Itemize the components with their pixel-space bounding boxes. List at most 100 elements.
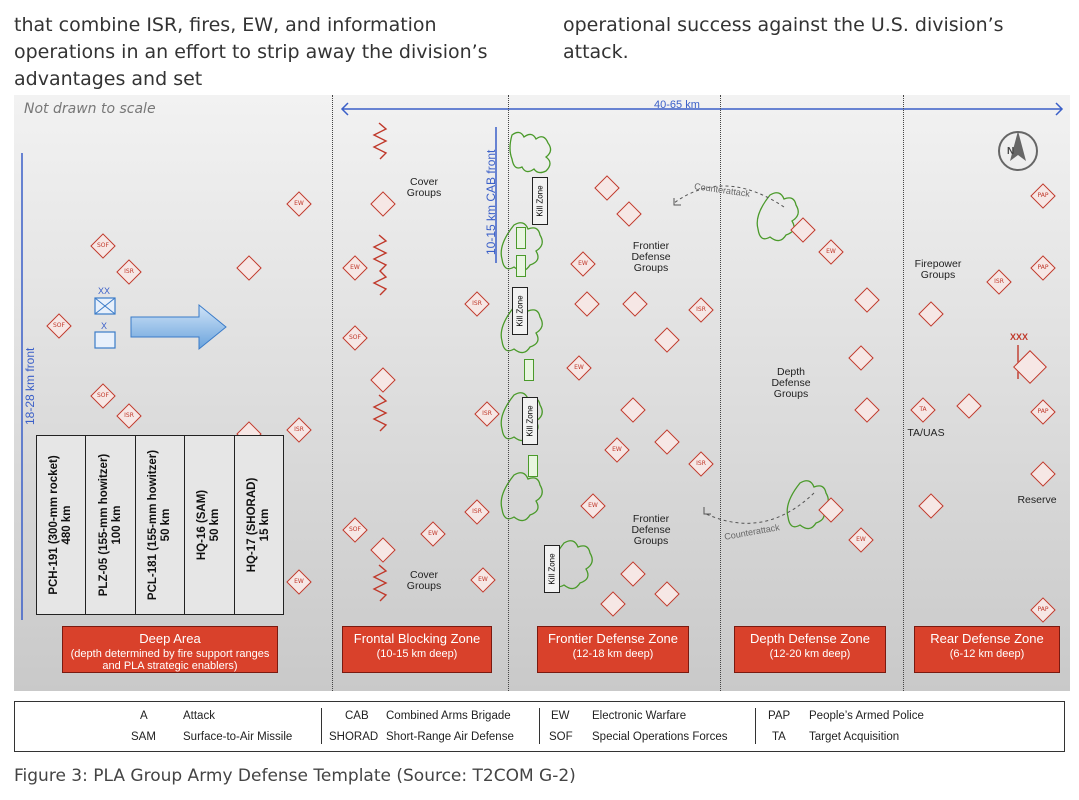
- weapon-cell-3: PCL-181 (155-mm howitzer)50 km: [147, 450, 173, 600]
- weapon-column-1: PCH-191 (300-mm rocket)480 km: [37, 436, 85, 614]
- weapon-cell-5: HQ-17 (SHORAD)15 km: [246, 478, 272, 573]
- kill-zone-outline-3: [500, 304, 543, 354]
- legend-full-shorad: Short-Range Air Defense: [386, 731, 514, 743]
- counterattack-arc-lower: [703, 492, 815, 524]
- legend-abbr-shorad: SHORAD: [329, 731, 379, 743]
- kill-zone-marker-2: [516, 255, 526, 277]
- ew-symbol-3-label: EW: [350, 264, 360, 271]
- ew-symbol-9-label: EW: [588, 502, 598, 509]
- isr-symbol-2-label: ISR: [124, 412, 134, 419]
- weapon-column-2: PLZ-05 (155-mm howitzer)100 km: [85, 436, 134, 614]
- kill-zone-marker-1: [516, 227, 526, 249]
- width-bracket-arrow-left: [340, 102, 349, 116]
- ew-symbol-1-label: EW: [294, 200, 304, 207]
- counterattack-arrow-upper: [673, 198, 681, 206]
- legend-full-sam: Surface-to-Air Missile: [183, 731, 293, 743]
- legend-abbr-sof: SOF: [549, 731, 573, 743]
- zone-divider-4: [903, 95, 904, 691]
- not-to-scale-note: Not drawn to scale: [24, 101, 156, 117]
- weapon-range-5: 15 km: [258, 508, 271, 542]
- legend-separator-1: [321, 708, 322, 744]
- zone-depth-defense-subtitle: (12-20 km deep): [769, 648, 851, 660]
- sof-symbol-2-label: SOF: [53, 322, 65, 329]
- compass-n-label: N: [1007, 146, 1015, 157]
- kill-zone-outline-1: [509, 131, 552, 174]
- cover-groups-label-bottom: Cover Groups: [406, 569, 442, 592]
- weapon-name-4: HQ-16 (SAM): [196, 489, 209, 561]
- cab-front-label: 10-15 km CAB front: [484, 149, 498, 255]
- kill-zone-2-label: Kill Zone: [515, 295, 525, 327]
- legend-abbr-ta: TA: [772, 731, 786, 743]
- zone-frontier-defense-subtitle: (12-18 km deep): [572, 648, 654, 660]
- weapon-cell-4: HQ-16 (SAM)50 km: [196, 490, 222, 560]
- legend-abbr-pap: PAP: [768, 710, 791, 722]
- zone-frontal-blocking: Frontal Blocking Zone (10-15 km deep): [342, 626, 492, 673]
- zigzag-line-2: [372, 234, 388, 296]
- kill-zone-3-label: Kill Zone: [525, 405, 535, 437]
- isr-symbol-8-label: ISR: [696, 460, 706, 467]
- zone-frontier-defense-title: Frontier Defense Zone: [547, 631, 679, 646]
- weapons-range-table: PCH-191 (300-mm rocket)480 km PLZ-05 (15…: [36, 435, 284, 615]
- weapon-name-5: HQ-17 (SHORAD): [245, 477, 258, 573]
- zone-frontal-blocking-subtitle: (10-15 km deep): [376, 648, 458, 660]
- depth-groups-label: Depth Defense Groups: [771, 366, 811, 400]
- weapon-cell-2: PLZ-05 (155-mm howitzer)100 km: [98, 454, 124, 597]
- ew-symbol-2-label: EW: [294, 578, 304, 585]
- sof-symbol-4-label: SOF: [349, 334, 361, 341]
- body-text-left: that combine ISR, fires, EW, and informa…: [14, 14, 488, 90]
- body-text-right: operational success against the U.S. div…: [563, 14, 1004, 63]
- division-echelon-label: XX: [98, 286, 111, 296]
- sof-symbol-3-label: SOF: [97, 392, 109, 399]
- zone-divider-2: [508, 95, 509, 691]
- legend-full-cab: Combined Arms Brigade: [386, 710, 511, 722]
- frontier-groups-label-top: Frontier Defense Groups: [631, 240, 671, 274]
- ta-uas-label: TA/UAS: [907, 427, 945, 439]
- kill-zone-outline-5: [500, 472, 543, 522]
- kill-zone-1: Kill Zone: [532, 177, 548, 225]
- weapon-range-4: 50 km: [209, 508, 222, 542]
- isr-symbol-3-label: ISR: [294, 426, 304, 433]
- kill-zone-marker-3: [524, 359, 534, 381]
- isr-symbol-4-label: ISR: [472, 300, 482, 307]
- front-label: 18-28 km front: [23, 347, 37, 425]
- ew-symbol-5-label: EW: [478, 576, 488, 583]
- legend-full-ew: Electronic Warfare: [592, 710, 687, 722]
- pap-symbol-3-label: PAP: [1037, 408, 1049, 415]
- weapon-column-4: HQ-16 (SAM)50 km: [184, 436, 233, 614]
- weapon-range-1: 480 km: [61, 505, 74, 545]
- kill-zone-outline-2: [500, 222, 543, 272]
- cover-groups-label-top: Cover Groups: [406, 176, 442, 199]
- zone-rear-defense: Rear Defense Zone (6-12 km deep): [914, 626, 1060, 673]
- legend-abbr-ew: EW: [551, 710, 570, 722]
- isr-symbol-1-label: ISR: [124, 268, 134, 275]
- brigade-symbol: [94, 331, 116, 349]
- compass-needle: [1010, 131, 1026, 161]
- zone-frontal-blocking-title: Frontal Blocking Zone: [353, 631, 481, 646]
- sof-symbol-1-label: SOF: [97, 242, 109, 249]
- weapon-column-3: PCL-181 (155-mm howitzer)50 km: [134, 436, 184, 614]
- kill-zone-3: Kill Zone: [522, 397, 538, 445]
- counterattack-arc-upper: [673, 185, 785, 208]
- frontier-groups-label-bottom: Frontier Defense Groups: [631, 513, 671, 547]
- width-label: 40-65 km: [654, 99, 700, 111]
- zigzag-line-4: [372, 564, 388, 602]
- isr-symbol-6-label: ISR: [472, 508, 482, 515]
- weapon-range-3: 50 km: [160, 508, 173, 542]
- reserve-label: Reserve: [1017, 494, 1057, 506]
- isr-symbol-7-label: ISR: [696, 306, 706, 313]
- zone-rear-defense-title: Rear Defense Zone: [930, 631, 1044, 646]
- legend-abbr-a: A: [140, 710, 148, 722]
- isr-symbol-5-label: ISR: [482, 410, 492, 417]
- kill-zone-2: Kill Zone: [512, 287, 528, 335]
- ew-symbol-8-label: EW: [612, 446, 622, 453]
- isr-symbol-9-label: ISR: [994, 278, 1004, 285]
- defense-template-diagram: Not drawn to scale 18-28 km front 10-15 …: [14, 95, 1070, 691]
- ew-symbol-4-label: EW: [428, 530, 438, 537]
- weapon-name-3: PCL-181 (155-mm howitzer): [147, 449, 160, 601]
- brigade-echelon-label: X: [101, 321, 108, 331]
- zone-depth-defense-title: Depth Defense Zone: [750, 631, 870, 646]
- kill-zone-outline-8: [786, 480, 829, 530]
- attack-arrow: [130, 303, 227, 351]
- pap-symbol-1-label: PAP: [1037, 192, 1049, 199]
- weapon-name-1: PCH-191 (300-mm rocket): [48, 455, 61, 595]
